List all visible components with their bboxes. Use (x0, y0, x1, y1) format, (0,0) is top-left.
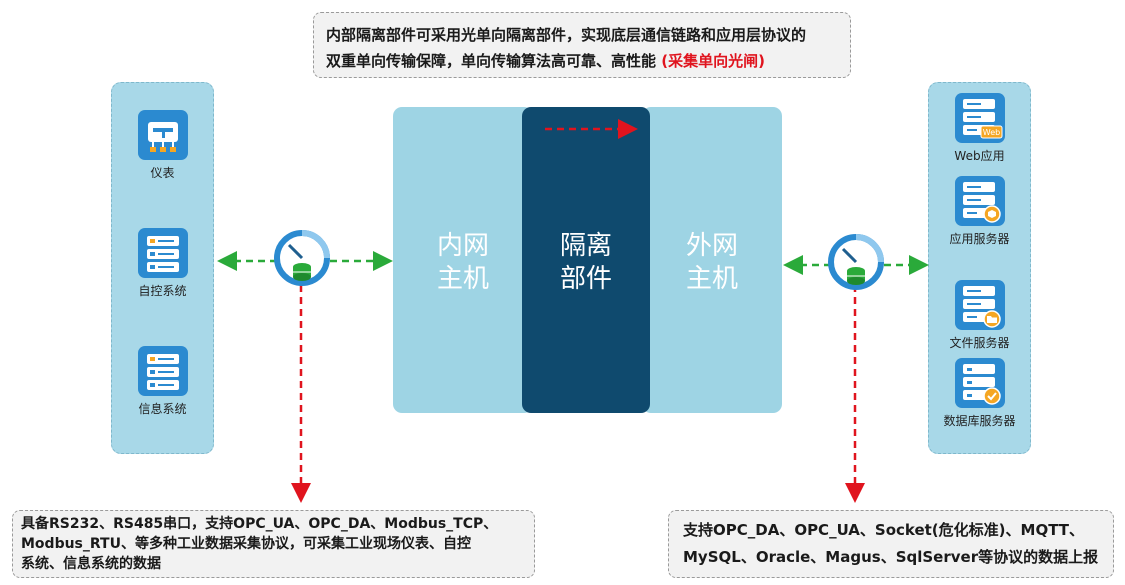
bl-note-line3: 系统、信息系统的数据 (21, 556, 161, 572)
inner-network-host: 内网 主机 (393, 107, 533, 413)
device-app-server: 应用服务器 (928, 176, 1031, 247)
reporter-gauge-icon (827, 233, 885, 295)
top-note-line1: 内部隔离部件可采用光单向隔离部件，实现底层通信链路和应用层协议的 (326, 26, 807, 44)
reporting-protocols-note: 支持OPC_DA、OPC_UA、Socket(危化标准)、MQTT、 MySQL… (668, 510, 1114, 578)
isolation-component: 隔离 部件 (522, 107, 650, 413)
collection-protocols-note: 具备RS232、RS485串口，支持OPC_UA、OPC_DA、Modbus_T… (12, 510, 535, 578)
br-note-line1: 支持OPC_DA、OPC_UA、Socket(危化标准)、MQTT、 (683, 521, 1085, 539)
isolator-line1: 隔离 (559, 231, 612, 261)
file-server-icon (954, 280, 1005, 330)
device-web-app: Web Web应用 (928, 93, 1031, 164)
outer-network-host: 外网 主机 (642, 107, 782, 413)
inner-host-line1: 内网 (436, 231, 489, 261)
outer-host-line1: 外网 (685, 231, 738, 261)
top-description-note: 内部隔离部件可采用光单向隔离部件，实现底层通信链路和应用层协议的 双重单向传输保… (313, 12, 851, 78)
collector-gauge-icon (273, 229, 331, 291)
web-badge-text: Web (982, 128, 999, 137)
bl-note-line2: Modbus_RTU、等多种工业数据采集协议，可采集工业现场仪表、自控 (21, 536, 471, 552)
device-control-system: 自控系统 (111, 228, 214, 299)
device-label: 应用服务器 (949, 232, 1010, 246)
device-label: 数据库服务器 (943, 414, 1016, 428)
device-label: 文件服务器 (949, 336, 1010, 350)
meter-icon (137, 110, 188, 160)
device-label: 信息系统 (138, 402, 187, 416)
bl-note-line1: 具备RS232、RS485串口，支持OPC_UA、OPC_DA、Modbus_T… (21, 516, 498, 532)
device-db-server: 数据库服务器 (928, 358, 1031, 429)
isolator-line2: 部件 (559, 264, 612, 294)
device-label: 仪表 (150, 166, 175, 180)
server-icon (137, 228, 188, 278)
outer-host-line2: 主机 (685, 264, 738, 294)
device-meter: 仪表 (111, 110, 214, 181)
web-server-icon: Web (954, 93, 1005, 143)
inner-host-line2: 主机 (436, 264, 489, 294)
device-info-system: 信息系统 (111, 346, 214, 417)
br-note-line2: MySQL、Oracle、Magus、SqlServer等协议的数据上报 (683, 548, 1099, 566)
device-file-server: 文件服务器 (928, 280, 1031, 351)
db-server-icon (954, 358, 1005, 408)
device-label: Web应用 (954, 149, 1005, 163)
top-note-highlight: (采集单向光闸) (661, 52, 765, 70)
top-note-line2: 双重单向传输保障，单向传输算法高可靠、高性能 (326, 52, 657, 70)
app-server-icon (954, 176, 1005, 226)
top-note-line2-wrap: 双重单向传输保障，单向传输算法高可靠、高性能 (采集单向光闸) (326, 48, 838, 74)
device-label: 自控系统 (138, 284, 187, 298)
server-icon (137, 346, 188, 396)
